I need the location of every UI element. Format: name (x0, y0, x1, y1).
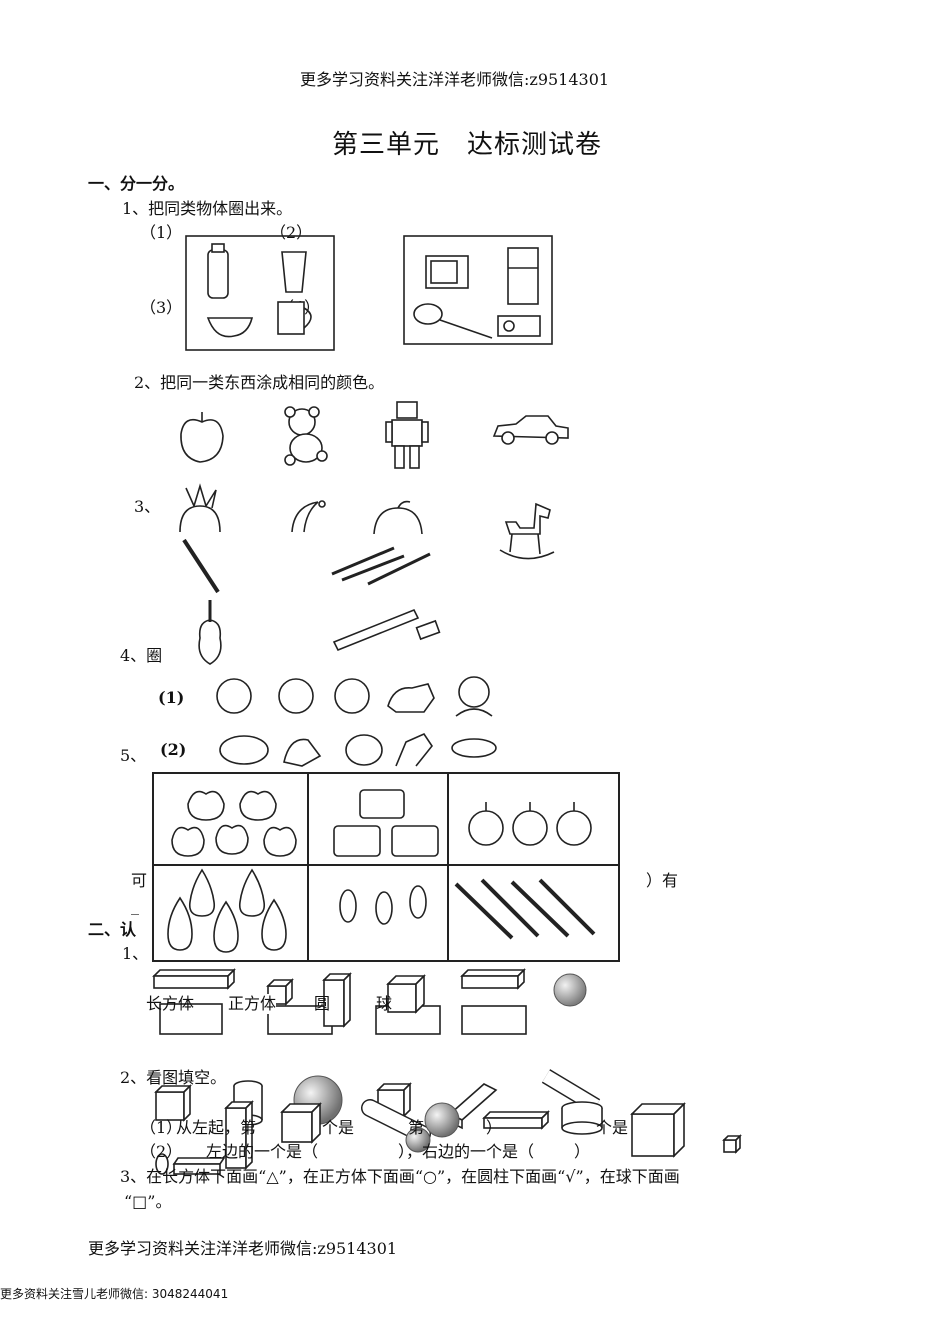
section2-heading: 二、认 (88, 920, 137, 939)
sub-label-1: （1） (140, 223, 183, 242)
apple-picture (180, 412, 224, 463)
bags-cell (333, 789, 439, 857)
animals-row (219, 732, 497, 767)
s2-q3-line1: 3、在长方体下面画“△”，在正方体下面画“○”，在圆柱下面画“√”，在球下面画 (120, 1167, 680, 1186)
q5-you: ）有 (646, 871, 679, 890)
s2-q3-line2: “□”。 (124, 1192, 172, 1211)
row-label-2: (2) (160, 740, 187, 759)
teddy-bear-picture (284, 406, 328, 466)
q5-ke: 可 (131, 871, 148, 890)
s2-q2-text: 2、看图填空。 (120, 1068, 227, 1087)
fruit-grid-vline-1 (307, 772, 309, 960)
fill1-paren: ） (486, 1118, 503, 1137)
pencils-cell (454, 878, 596, 940)
footer-small-text: 更多资料关注雪儿老师微信: 3048244041 (0, 1287, 229, 1301)
fill2-left: 左边的一个是（ (206, 1142, 319, 1161)
pears-cell (167, 868, 287, 953)
s2-q1-text: 1、 (122, 944, 149, 963)
apples-cell (171, 790, 297, 857)
header-text: 更多学习资料关注洋洋老师微信:z9514301 (300, 70, 610, 89)
solids-row-2 (154, 1069, 742, 1175)
q1-picture-kitchenware (185, 235, 335, 351)
oranges-cell (468, 802, 592, 846)
fill1-num: （1） (140, 1118, 183, 1137)
label-cube: 正方体 (228, 994, 277, 1014)
fruit-grid-vline-2 (447, 772, 449, 960)
footer-text: 更多学习资料关注洋洋老师微信:z9514301 (88, 1239, 398, 1258)
rocking-horse-picture (499, 502, 555, 560)
q4-text: 4、圈 (120, 646, 163, 665)
q1-text: 1、把同类物体圈出来。 (122, 199, 293, 218)
fill1-from-left: 从左起，第 (176, 1118, 257, 1137)
violin-picture (198, 600, 222, 665)
label-cuboid: 长方体 (146, 994, 195, 1013)
row-label-1: (1) (158, 688, 185, 707)
sub-label-2: （2） (270, 223, 313, 242)
sub-label-3: （3） (140, 298, 183, 317)
orange-picture (373, 500, 423, 535)
pens-picture (331, 546, 431, 586)
pineapple-picture (179, 483, 221, 533)
solids-row-1 (152, 968, 587, 1035)
banana-picture (291, 500, 326, 533)
pencil-picture (182, 538, 220, 594)
car-picture (492, 415, 569, 445)
fill1-is: 个是 (322, 1118, 355, 1137)
fruit-grid (152, 772, 620, 962)
fill1-ordinal: 第 (408, 1118, 425, 1137)
label-sphere: 球 (376, 994, 393, 1013)
fill2-right: ），右边的一个是（ (398, 1142, 535, 1161)
q5-dash: _ (131, 896, 139, 915)
robot-picture (385, 401, 429, 469)
q1-picture-appliances (403, 235, 553, 345)
section1-heading: 一、分一分。 (88, 174, 185, 193)
fruit-grid-hline (152, 864, 618, 866)
q3-text: 3、 (134, 497, 161, 516)
fill2-num: （2） (140, 1142, 183, 1161)
page-title: 第三单元 达标测试卷 (332, 130, 603, 160)
children-faces-row (216, 676, 493, 717)
fill2-close: ） (574, 1142, 591, 1161)
q2-text: 2、把同一类东西涂成相同的颜色。 (134, 373, 385, 392)
q5-text: 5、 (120, 746, 147, 765)
candies-cell (339, 885, 427, 925)
fill1-is-2: 个是 (596, 1118, 629, 1137)
ruler-picture (332, 608, 441, 652)
label-cylinder: 圆 (314, 994, 331, 1013)
